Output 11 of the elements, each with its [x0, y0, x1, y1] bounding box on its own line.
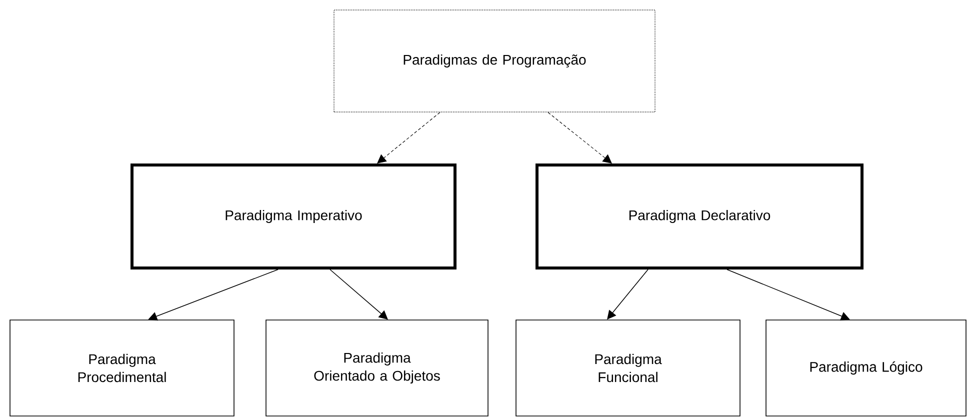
root-box: Paradigmas de Programação	[334, 10, 656, 112]
arrow	[377, 112, 440, 164]
category-box: Paradigma Declarativo	[536, 164, 864, 270]
arrow	[148, 269, 278, 321]
paradigm-box: Paradigma Procedimental	[10, 320, 234, 416]
arrow	[726, 269, 850, 320]
paradigm-box: Paradigma Lógico	[766, 320, 966, 416]
paradigm-box: Paradigma Funcional	[516, 320, 740, 416]
arrow	[548, 112, 612, 164]
paradigm-box: Paradigma Orientado a Objetos	[266, 320, 488, 416]
category-box: Paradigma Imperativo	[130, 164, 456, 270]
